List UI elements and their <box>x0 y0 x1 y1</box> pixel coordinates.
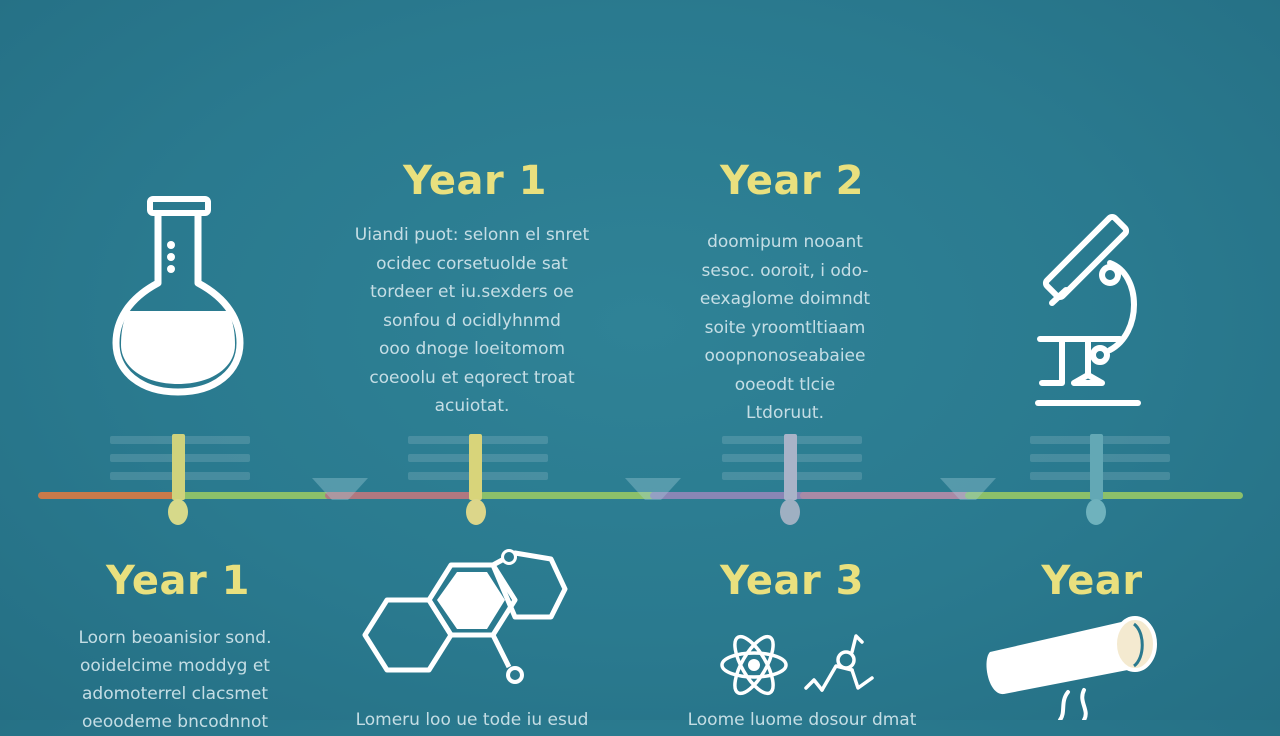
timeline-marker-stem <box>172 434 185 500</box>
milestone-description: Loome luome dosour dmat <box>687 710 917 730</box>
timeline-marker <box>780 499 800 525</box>
timeline-marker-stem <box>784 434 797 500</box>
flask-icon <box>112 196 244 396</box>
atom-icon <box>720 634 788 696</box>
chemical-structure-icon <box>804 634 874 692</box>
axis-segment-purple <box>650 492 810 499</box>
scroll-icon <box>986 616 1157 720</box>
milestone-description: Loorn beoanisior sond. ooidelcime moddyg… <box>78 628 272 732</box>
axis-segment-rose <box>325 492 485 499</box>
axis-segment-orange <box>38 492 188 499</box>
axis-segment-green-2 <box>480 492 655 499</box>
milestone-heading: Year 1 <box>403 158 547 204</box>
milestone-description: doomipum nooant sesoc. ooroit, i odo- ee… <box>699 232 871 423</box>
milestone-heading: Year 2 <box>720 158 864 204</box>
timeline-marker-stem <box>1090 434 1103 500</box>
milestone-description: Lomeru loo ue tode iu esud <box>355 710 589 730</box>
axis-gap-marker <box>625 478 681 500</box>
axis-segment-green-1 <box>180 492 330 499</box>
timeline-marker <box>168 499 188 525</box>
timeline-marker-stem <box>469 434 482 500</box>
axis-segment-green-3 <box>965 492 1243 499</box>
axis-gap-marker <box>940 478 996 500</box>
axis-segment-rose-2 <box>800 492 970 499</box>
timeline-marker <box>466 499 486 525</box>
microscope-icon <box>1035 213 1141 406</box>
milestone-heading: Year 1 <box>106 558 250 604</box>
milestone-description: Uiandi puot: selonn el snret ocidec cors… <box>354 225 590 416</box>
hexagon-molecule-icon <box>362 549 568 684</box>
milestone-heading: Year <box>1041 558 1143 604</box>
timeline-marker <box>1086 499 1106 525</box>
axis-gap-marker <box>312 478 368 500</box>
milestone-heading: Year 3 <box>720 558 864 604</box>
